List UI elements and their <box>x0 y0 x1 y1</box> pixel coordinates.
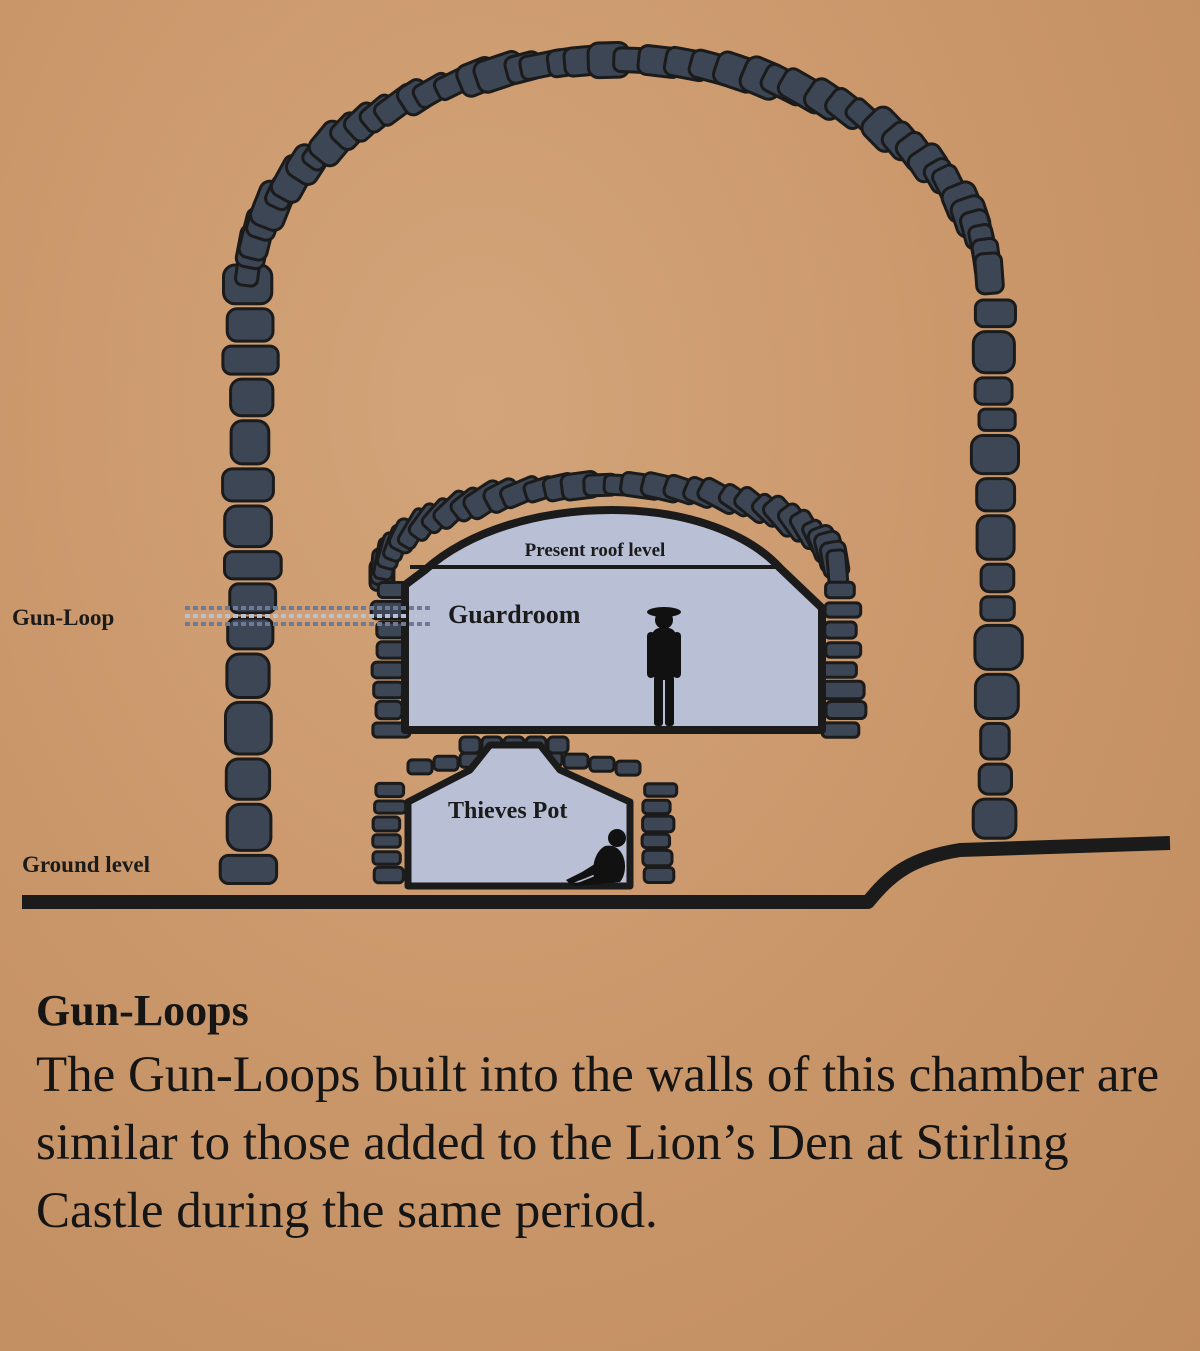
stone-block <box>973 672 1020 721</box>
stone-block <box>406 758 434 776</box>
stone-block <box>221 467 275 503</box>
stone-block <box>372 680 405 700</box>
gun-loop-dotted-line <box>185 606 430 626</box>
stone-block <box>224 700 273 756</box>
stone-block <box>975 477 1017 513</box>
stone-block <box>975 514 1016 561</box>
stone-block <box>824 700 868 720</box>
stone-block <box>821 679 866 701</box>
stone-block <box>973 298 1018 329</box>
stone-block <box>372 865 405 885</box>
stone-block <box>973 376 1014 406</box>
stone-block <box>229 377 275 418</box>
stone-block <box>977 762 1014 796</box>
stone-block <box>218 853 279 886</box>
stone-block <box>458 735 482 755</box>
stone-block <box>640 832 672 850</box>
stone-block <box>225 802 273 852</box>
guardroom-chamber <box>368 470 868 739</box>
stone-block <box>823 601 863 619</box>
stone-block <box>373 799 408 815</box>
stone-block <box>371 815 402 833</box>
caption-block: Gun-Loops The Gun-Loops built into the w… <box>36 985 1176 1245</box>
stone-block <box>374 781 406 799</box>
stone-block <box>641 814 676 834</box>
stone-block <box>225 652 271 699</box>
stone-block <box>825 548 850 588</box>
stone-block <box>546 735 570 755</box>
stone-block <box>228 582 278 615</box>
thieves-pot-interior <box>404 741 634 890</box>
stone-block <box>371 850 402 866</box>
stone-block <box>225 307 275 343</box>
ground-level-line <box>22 836 1171 909</box>
stone-block <box>432 754 460 772</box>
thieves-pot-label: Thieves Pot <box>448 798 567 824</box>
caption-title: Gun-Loops <box>36 986 249 1035</box>
stone-block <box>641 848 674 868</box>
outer-stone-arch <box>218 40 1024 886</box>
stone-block <box>588 755 616 773</box>
stone-block <box>973 251 1005 296</box>
stone-block <box>824 641 863 659</box>
stone-block <box>971 330 1016 375</box>
standing-soldier-silhouette <box>647 607 681 726</box>
stone-block <box>969 434 1021 476</box>
stone-block <box>973 623 1024 671</box>
stone-block <box>223 504 273 549</box>
guardroom-label: Guardroom <box>448 600 581 629</box>
stone-block <box>979 722 1011 761</box>
stone-block <box>374 699 404 721</box>
stone-block <box>223 550 283 581</box>
stone-block <box>371 833 402 849</box>
stone-block <box>823 620 858 640</box>
castle-cross-section-diagram: Present roof level Guardroom Thieves Pot… <box>12 40 1171 909</box>
present-roof-level-label: Present roof level <box>525 540 666 561</box>
stone-block <box>224 757 272 801</box>
stone-block <box>824 580 856 600</box>
stone-block <box>979 562 1016 594</box>
caption-body: The Gun-Loops built into the walls of th… <box>36 1047 1160 1239</box>
stone-block <box>977 407 1017 432</box>
stone-block <box>641 798 672 816</box>
stone-block <box>643 782 679 798</box>
stone-block <box>971 797 1018 840</box>
stone-block <box>614 759 642 777</box>
stone-block <box>229 419 271 466</box>
stone-block <box>221 344 280 376</box>
stone-block <box>642 866 676 884</box>
stone-block <box>370 660 406 680</box>
ground-level-label: Ground level <box>22 852 150 877</box>
stone-block <box>979 595 1016 622</box>
stone-block <box>562 752 590 770</box>
stone-block <box>820 721 861 739</box>
thieves-pot-chamber <box>371 735 679 890</box>
gun-loop-label: Gun-Loop <box>12 605 114 630</box>
seated-prisoner-silhouette <box>566 829 626 886</box>
